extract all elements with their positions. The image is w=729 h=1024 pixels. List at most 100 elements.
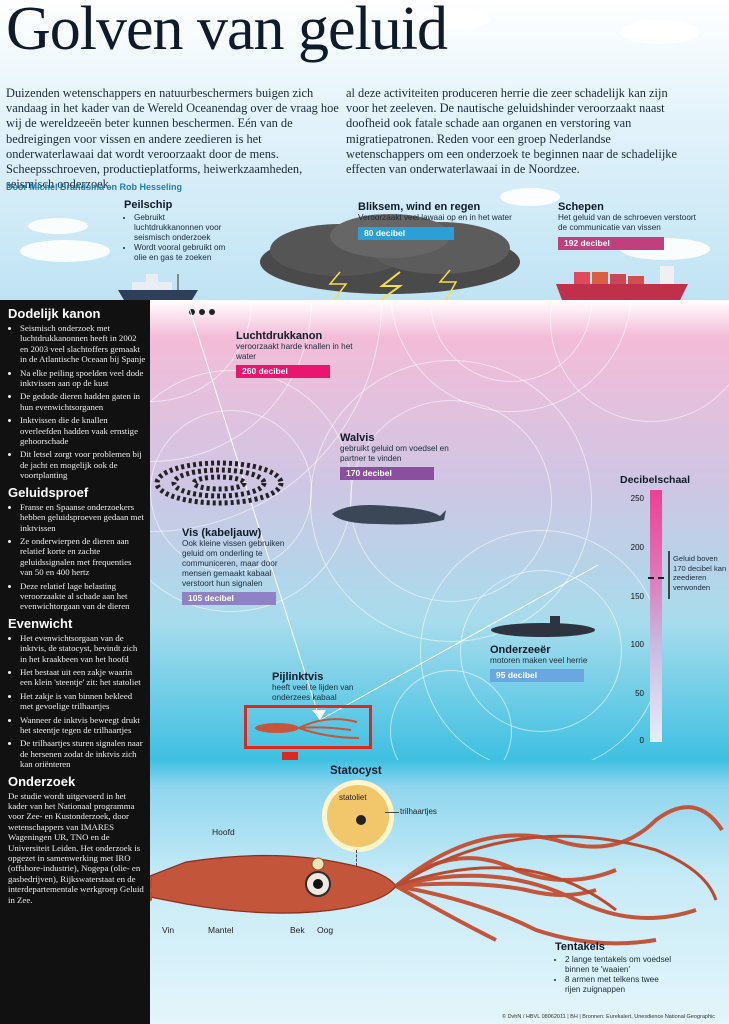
list-item: Wanneer de inktvis beweegt drukt het ste… bbox=[20, 715, 146, 736]
luchtdrukkanon-text: veroorzaakt harde knallen in het water bbox=[236, 342, 353, 361]
scale-tick: 250 bbox=[630, 494, 644, 503]
footer-credits: © DvhN / HBVL 08062011 | BH | Bronnen: E… bbox=[502, 1014, 715, 1020]
squid-highlight-box bbox=[244, 705, 372, 749]
onderzeeer-text: motoren maken veel herrie bbox=[490, 656, 588, 665]
list-item: Deze relatief lage belasting veroorzaakt… bbox=[20, 581, 146, 612]
scale-tick: 0 bbox=[639, 736, 644, 745]
threshold-marker bbox=[648, 577, 664, 579]
sidebar-heading: Evenwicht bbox=[8, 615, 73, 631]
bliksem-decibel-badge: 80 decibel bbox=[358, 227, 454, 240]
sidebar-heading: Onderzoek bbox=[8, 773, 76, 789]
list-item: Na elke peiling spoelden veel dode inktv… bbox=[20, 368, 146, 389]
oog-label: Oog bbox=[317, 925, 334, 935]
sidebar-heading: Geluidsproef bbox=[8, 484, 89, 500]
peilschip-bullets: Gebruikt luchtdrukkanonnen voor seismisc… bbox=[124, 213, 234, 263]
byline: Door Michel Brandsma en Rob Hesseling bbox=[6, 182, 183, 192]
statocyst-title: Statocyst bbox=[330, 765, 382, 777]
statocyst-diagram bbox=[322, 780, 394, 852]
list-item: 2 lange tentakels om voedsel binnen te '… bbox=[565, 955, 675, 975]
intro-column-2: al deze activiteiten produceren herrie d… bbox=[346, 86, 677, 177]
pijlinktvis-title: Pijlinktvis bbox=[272, 671, 324, 683]
trilhaartjes-label: trilhaartjes bbox=[400, 807, 437, 816]
peilschip-title: Peilschip bbox=[124, 199, 173, 211]
walvis-label: Walvis gebruikt geluid om voedsel en par… bbox=[340, 432, 450, 480]
scale-tick: 200 bbox=[630, 543, 644, 552]
list-item: Ze onderwierpen de dieren aan relatief k… bbox=[20, 536, 146, 578]
scale-tick: 50 bbox=[635, 689, 644, 698]
vis-decibel-badge: 105 decibel bbox=[182, 592, 276, 605]
sidebar-list: Het evenwichtsorgaan van de inktvis, de … bbox=[0, 633, 150, 770]
cargo-ship-icon bbox=[556, 266, 688, 300]
threshold-note: Geluid boven 170 decibel kan zeedieren v… bbox=[673, 554, 727, 592]
luchtdrukkanon-label: Luchtdrukkanon veroorzaakt harde knallen… bbox=[236, 330, 356, 378]
schepen-title: Schepen bbox=[558, 201, 604, 213]
scale-tick: 150 bbox=[630, 592, 644, 601]
list-item: Het evenwichtsorgaan van de inktvis, de … bbox=[20, 633, 146, 664]
list-item: Franse en Spaanse onderzoekers hebben ge… bbox=[20, 502, 146, 533]
bliksem-text: Veroorzaakt veel lawaai op en in het wat… bbox=[358, 213, 512, 222]
sidebar-list: Seismisch onderzoek met luchtdrukkanonne… bbox=[0, 323, 150, 481]
pijlinktvis-label: Pijlinktvis heeft veel te lijden van ond… bbox=[272, 671, 382, 703]
walvis-text: gebruikt geluid om voedsel en partner te… bbox=[340, 444, 449, 463]
list-item: Gebruikt luchtdrukkanonnen voor seismisc… bbox=[134, 213, 234, 243]
hoofd-label: Hoofd bbox=[212, 827, 235, 837]
vin-label: Vin bbox=[162, 925, 175, 935]
mantel-label: Mantel bbox=[208, 925, 234, 935]
bliksem-title: Bliksem, wind en regen bbox=[358, 201, 481, 213]
sidebar-paragraph: De studie wordt uitgevoerd in het kader … bbox=[8, 790, 144, 905]
pointer-line bbox=[356, 850, 358, 866]
onderzeeer-title: Onderzeeër bbox=[490, 644, 551, 656]
schepen-decibel-badge: 192 decibel bbox=[558, 237, 664, 250]
peilschip-label: Peilschip Gebruikt luchtdrukkanonnen voo… bbox=[124, 199, 234, 263]
storm-cloud bbox=[260, 214, 520, 302]
pijlinktvis-text: heeft veel te lijden van onderzees kabaa… bbox=[272, 683, 354, 702]
scale-title: Decibelschaal bbox=[620, 474, 691, 486]
schepen-label: Schepen Het geluid van de schroeven vers… bbox=[558, 201, 698, 250]
intro-column-1: Duizenden wetenschappers en natuurbesche… bbox=[6, 86, 339, 192]
cloud bbox=[500, 188, 560, 206]
sidebar-list: Franse en Spaanse onderzoekers hebben ge… bbox=[0, 502, 150, 612]
cloud bbox=[420, 8, 490, 30]
squid-illustration bbox=[96, 805, 724, 946]
small-squid-icon bbox=[255, 718, 360, 739]
schepen-text: Het geluid van de schroeven verstoort de… bbox=[558, 213, 696, 232]
scale-tick: 100 bbox=[630, 640, 644, 649]
list-item: Wordt vooral gebruikt om olie en gas te … bbox=[134, 243, 234, 263]
list-item: 8 armen met telkens twee rijen zuignappe… bbox=[565, 975, 675, 995]
sound-path-arrow bbox=[189, 309, 599, 721]
tentakels-title: Tentakels bbox=[555, 941, 605, 953]
decibel-scale-bar bbox=[650, 490, 662, 742]
vis-title: Vis (kabeljauw) bbox=[182, 527, 262, 539]
vis-text: Ook kleine vissen gebruiken geluid om on… bbox=[182, 539, 285, 588]
list-item: Seismisch onderzoek met luchtdrukkanonne… bbox=[20, 323, 146, 365]
walvis-decibel-badge: 170 decibel bbox=[340, 467, 434, 480]
luchtdrukkanon-title: Luchtdrukkanon bbox=[236, 330, 323, 342]
cloud bbox=[20, 240, 110, 262]
list-item: Inktvissen die de knallen overleefden ha… bbox=[20, 415, 146, 446]
survey-ship-icon bbox=[118, 274, 198, 300]
list-item: De trilhaartjes sturen signalen naar de … bbox=[20, 738, 146, 769]
walvis-title: Walvis bbox=[340, 432, 375, 444]
list-item: Dit letsel zorgt voor problemen bij de j… bbox=[20, 449, 146, 480]
cloud bbox=[620, 20, 700, 44]
bliksem-label: Bliksem, wind en regen Veroorzaakt veel … bbox=[358, 201, 518, 240]
bek-label: Bek bbox=[290, 925, 305, 935]
cloud bbox=[28, 218, 88, 234]
tentakels-label: Tentakels 2 lange tentakels om voedsel b… bbox=[555, 941, 675, 995]
onderzeeer-label: Onderzeeër motoren maken veel herrie 95 … bbox=[490, 644, 600, 682]
fish-school-icon bbox=[154, 460, 284, 506]
threshold-bracket bbox=[668, 551, 670, 599]
statolith-icon bbox=[356, 815, 366, 825]
page-title: Golven van geluid bbox=[6, 0, 448, 63]
sidebar-heading: Dodelijk kanon bbox=[8, 306, 101, 321]
onderzeeer-decibel-badge: 95 decibel bbox=[490, 669, 584, 682]
list-item: De gedode dieren hadden gaten in hun eve… bbox=[20, 391, 146, 412]
luchtdrukkanon-decibel-badge: 260 decibel bbox=[236, 365, 330, 378]
list-item: Het zakje is van binnen bekleed met gevo… bbox=[20, 691, 146, 712]
tentakels-bullets: 2 lange tentakels om voedsel binnen te '… bbox=[555, 955, 675, 995]
whale-icon bbox=[332, 505, 446, 525]
pointer-line bbox=[385, 812, 399, 813]
airgun-icon bbox=[189, 309, 215, 315]
submarine-icon bbox=[491, 616, 595, 637]
list-item: Het bestaat uit een zakje waarin een kle… bbox=[20, 667, 146, 688]
